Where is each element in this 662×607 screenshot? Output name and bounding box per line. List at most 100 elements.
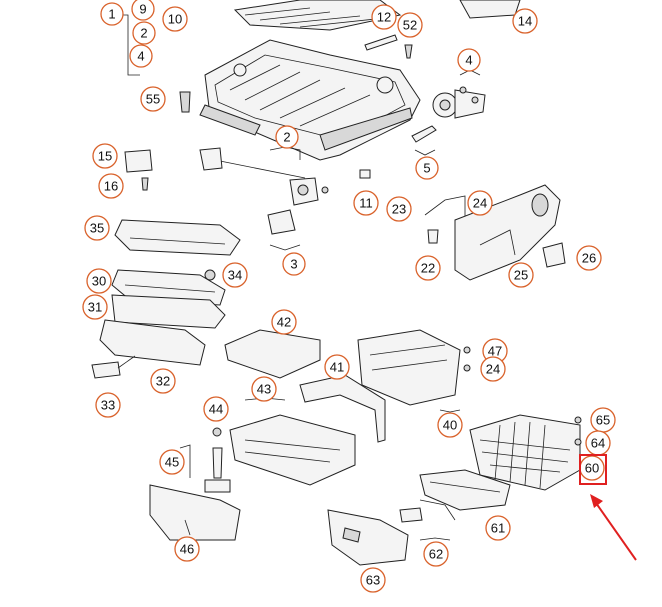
svg-text:30: 30 <box>92 274 106 289</box>
spring-mat <box>233 0 402 31</box>
callout-c65: 65 <box>590 407 616 433</box>
part-11 <box>359 169 371 179</box>
callout-c26: 26 <box>576 245 602 271</box>
svg-text:23: 23 <box>392 202 406 217</box>
svg-text:3: 3 <box>290 257 297 272</box>
part-12 <box>364 34 398 51</box>
part-52 <box>404 44 413 59</box>
part-42 <box>224 329 321 379</box>
svg-text:22: 22 <box>421 261 435 276</box>
svg-text:46: 46 <box>180 542 194 557</box>
callout-c44: 44 <box>203 396 229 422</box>
highlight-arrow-line <box>595 502 637 561</box>
svg-text:40: 40 <box>443 418 457 433</box>
part-35 <box>114 219 241 256</box>
svg-text:24: 24 <box>473 196 487 211</box>
callout-c45: 45 <box>159 449 185 475</box>
part-44 <box>212 427 222 437</box>
callout-c64: 64 <box>585 430 611 456</box>
svg-text:55: 55 <box>146 92 160 107</box>
callout-c11: 11 <box>353 190 379 216</box>
svg-text:63: 63 <box>366 573 380 588</box>
part-16 <box>141 177 149 191</box>
callout-c10: 10 <box>162 6 188 32</box>
svg-text:43: 43 <box>257 382 271 397</box>
callout-c32: 32 <box>150 368 176 394</box>
svg-text:64: 64 <box>591 436 605 451</box>
svg-text:60: 60 <box>585 461 599 476</box>
svg-text:2: 2 <box>283 130 290 145</box>
callout-c4a: 4 <box>129 44 153 68</box>
callout-c22: 22 <box>415 255 441 281</box>
part-5 <box>411 125 437 143</box>
callout-c1: 1 <box>100 2 124 26</box>
callout-c60: 60 <box>579 455 605 481</box>
part-34 <box>204 269 216 281</box>
part-33 <box>91 361 121 379</box>
svg-text:10: 10 <box>168 12 182 27</box>
svg-text:16: 16 <box>104 179 118 194</box>
callout-c40: 40 <box>437 412 463 438</box>
part-14 <box>459 0 521 19</box>
seat-frame <box>199 39 421 161</box>
part-55 <box>179 91 191 113</box>
svg-text:14: 14 <box>518 14 532 29</box>
callout-c30: 30 <box>86 268 112 294</box>
part-26 <box>542 242 566 268</box>
svg-text:62: 62 <box>429 547 443 562</box>
svg-text:44: 44 <box>209 402 223 417</box>
svg-text:45: 45 <box>165 455 179 470</box>
svg-text:65: 65 <box>596 413 610 428</box>
callout-c33: 33 <box>95 392 121 418</box>
svg-text:1: 1 <box>108 7 115 22</box>
callout-c43: 43 <box>251 376 277 402</box>
callout-c34: 34 <box>222 262 248 288</box>
part-46 <box>149 484 241 541</box>
callout-c12: 12 <box>371 4 397 30</box>
callout-c63: 63 <box>360 567 386 593</box>
svg-text:25: 25 <box>514 268 528 283</box>
part-40 <box>357 329 461 406</box>
part-22 <box>427 229 439 244</box>
svg-text:11: 11 <box>359 196 373 211</box>
svg-text:2: 2 <box>140 26 147 41</box>
part-41 <box>299 374 386 443</box>
callout-c2b: 2 <box>275 125 299 149</box>
svg-text:5: 5 <box>423 161 430 176</box>
callout-c3: 3 <box>282 252 306 276</box>
callout-c42: 42 <box>271 309 297 335</box>
highlight-box <box>579 454 607 485</box>
callout-c25: 25 <box>508 262 534 288</box>
svg-text:32: 32 <box>156 374 170 389</box>
callout-c61: 61 <box>485 515 511 541</box>
callout-c52: 52 <box>397 12 423 38</box>
svg-text:41: 41 <box>330 360 344 375</box>
arrow-head-icon <box>590 494 603 508</box>
callout-c15: 15 <box>92 143 118 169</box>
part-63 <box>327 509 409 566</box>
callout-c62: 62 <box>423 541 449 567</box>
svg-text:35: 35 <box>90 221 104 236</box>
part-62 <box>399 507 423 523</box>
part-4-assembly <box>432 86 486 119</box>
callout-c2a: 2 <box>132 21 156 45</box>
part-43 <box>229 414 356 486</box>
callout-c35: 35 <box>84 215 110 241</box>
callouts: 1 9 10 2 4 12 52 14 4 55 2 15 16 5 11 23… <box>82 0 616 593</box>
callout-c24a: 24 <box>467 190 493 216</box>
callout-c5: 5 <box>415 156 439 180</box>
svg-text:61: 61 <box>491 521 505 536</box>
part-61 <box>419 469 511 511</box>
svg-text:4: 4 <box>465 53 472 68</box>
callout-c55: 55 <box>140 86 166 112</box>
svg-text:15: 15 <box>98 149 112 164</box>
callout-c16: 16 <box>98 173 124 199</box>
svg-text:12: 12 <box>377 10 391 25</box>
part-32 <box>99 319 206 366</box>
svg-text:31: 31 <box>88 300 102 315</box>
part-2-mechanism <box>199 147 329 206</box>
svg-text:24: 24 <box>486 362 500 377</box>
svg-text:26: 26 <box>582 251 596 266</box>
callout-c14: 14 <box>512 8 538 34</box>
